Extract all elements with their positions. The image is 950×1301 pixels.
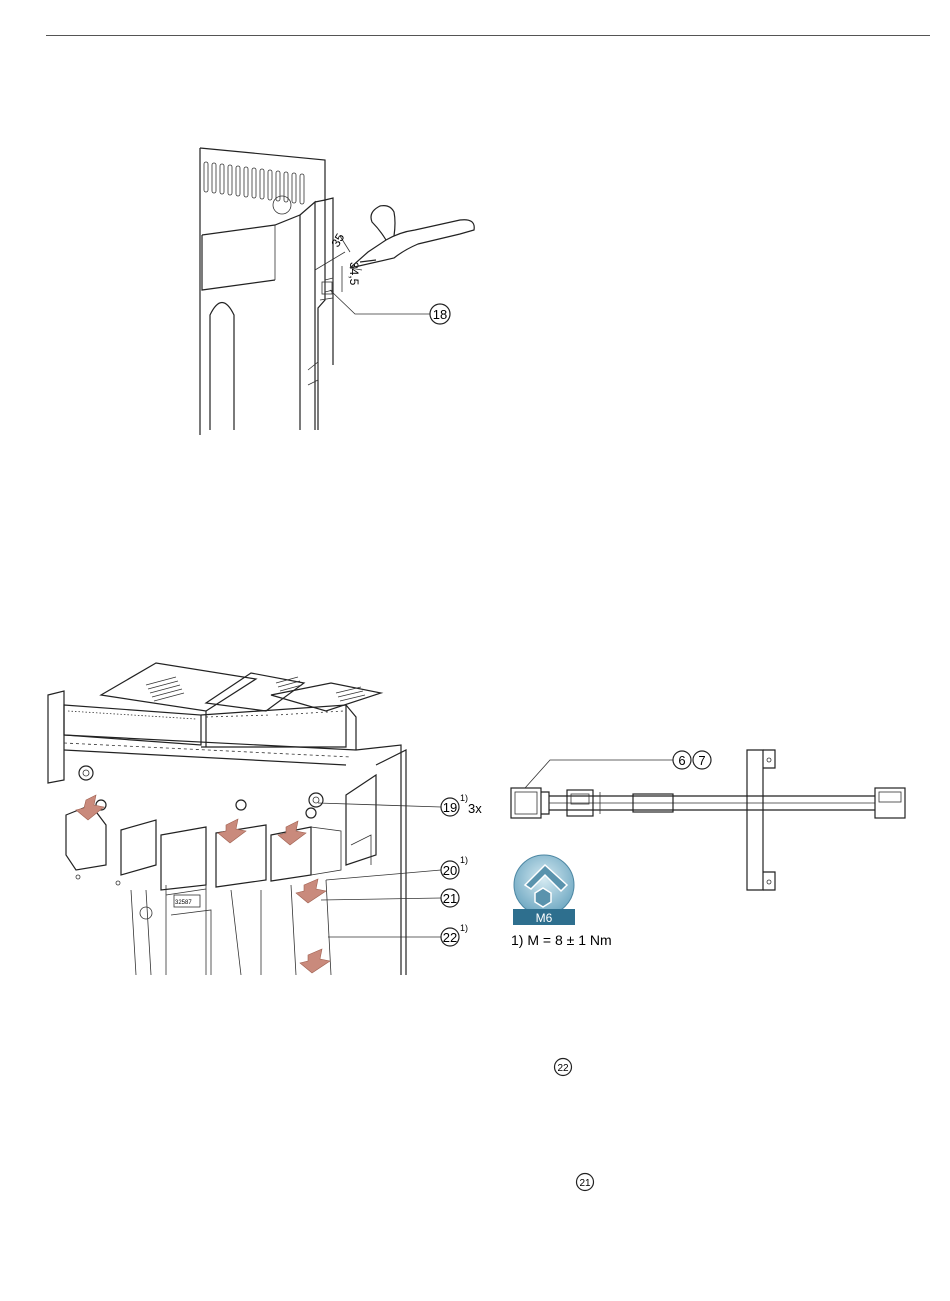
callout-21: 21 [441, 889, 459, 907]
text-ref-22: 22 [552, 1056, 574, 1078]
svg-text:21: 21 [443, 891, 457, 906]
svg-text:22: 22 [557, 1063, 569, 1074]
svg-text:21: 21 [579, 1178, 591, 1189]
callout-18: 18 [433, 307, 447, 322]
svg-text:1): 1) [460, 923, 468, 933]
callout-7: 7 [698, 753, 705, 768]
figure-breaker-assembly: 32587 19 1) 3x 20 1) 21 22 1) [46, 655, 496, 980]
svg-text:3x: 3x [468, 801, 482, 816]
tool-size-label: M6 [536, 911, 553, 925]
hex-key-torque-icon: M6 [511, 855, 581, 927]
callout-6: 6 [678, 753, 685, 768]
vent-slots [204, 162, 304, 204]
svg-text:20: 20 [443, 863, 457, 878]
callout-20: 20 1) [441, 855, 468, 879]
callout-19: 19 1) 3x [441, 793, 482, 816]
header-rule [46, 35, 930, 36]
arrow-icons [76, 795, 330, 973]
dim-width: 35 [328, 231, 347, 250]
text-ref-21: 21 [574, 1171, 596, 1193]
vent-slots-top [146, 677, 365, 701]
pliers-icon [350, 206, 474, 270]
label-plate: 32587 [175, 900, 192, 906]
torque-note: 1) M = 8 ± 1 Nm [511, 932, 612, 948]
svg-text:19: 19 [443, 800, 457, 815]
svg-text:1): 1) [460, 793, 468, 803]
figure-pliers-cutout: 35 34,5 18 [190, 140, 490, 440]
svg-text:1): 1) [460, 855, 468, 865]
callout-22: 22 1) [441, 923, 468, 946]
svg-text:22: 22 [443, 930, 457, 945]
